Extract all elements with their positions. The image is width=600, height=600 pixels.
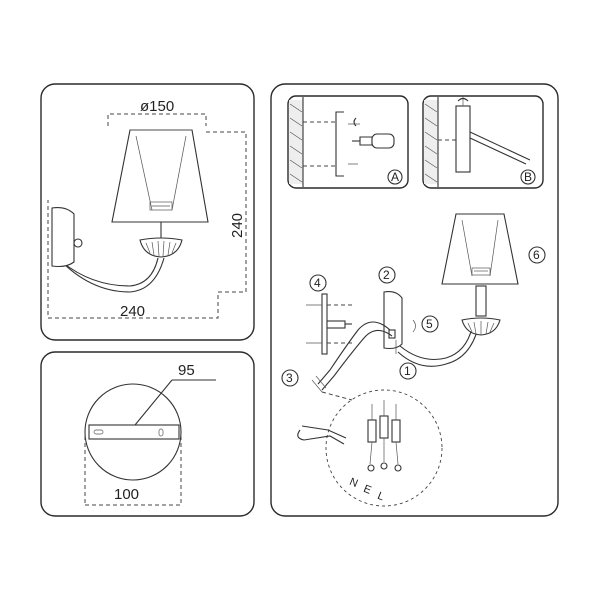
bracket-plate bbox=[455, 105, 471, 173]
plate-length-label: 95 bbox=[178, 362, 195, 379]
install-shade: 6 bbox=[441, 213, 546, 336]
wiring-detail: 3 N E L bbox=[281, 369, 443, 507]
step-3-label: 3 bbox=[286, 371, 293, 385]
step-a-label: A bbox=[391, 170, 399, 184]
dimension-panel: ø150 240 240 bbox=[40, 83, 255, 341]
lamp-arm bbox=[57, 257, 165, 293]
lamp-shade bbox=[111, 129, 209, 223]
detail-circle bbox=[325, 389, 443, 507]
installation-panel: A B 4 bbox=[270, 83, 559, 517]
lamp-body: 2 1 5 bbox=[317, 266, 479, 391]
step-5-label: 5 bbox=[426, 317, 433, 331]
size-dimension-line bbox=[47, 131, 247, 319]
plate-panel: 95 100 bbox=[40, 351, 255, 517]
diameter-label: ø150 bbox=[140, 98, 174, 115]
plate-leader bbox=[134, 379, 173, 426]
width-label: 240 bbox=[120, 303, 145, 320]
mounting-plate bbox=[88, 424, 180, 440]
height-label: 240 bbox=[229, 213, 246, 238]
step-4-label: 4 bbox=[314, 276, 321, 290]
wire-l-label: L bbox=[376, 490, 386, 503]
diameter-dimension-line bbox=[107, 113, 207, 126]
step-1-label: 1 bbox=[404, 364, 411, 378]
step-a-inset: A bbox=[287, 95, 409, 189]
wire-n-label: N bbox=[348, 476, 360, 490]
step-b-inset: B bbox=[422, 95, 544, 189]
step-2-label: 2 bbox=[383, 268, 390, 282]
plate-diameter-label: 100 bbox=[114, 486, 139, 503]
wire-e-label: E bbox=[362, 483, 373, 497]
wall-bracket bbox=[51, 207, 75, 268]
step-b-label: B bbox=[524, 170, 532, 184]
step-6-label: 6 bbox=[533, 248, 540, 262]
lamp-cup bbox=[139, 237, 183, 258]
step-4-plate: 4 bbox=[306, 274, 352, 355]
